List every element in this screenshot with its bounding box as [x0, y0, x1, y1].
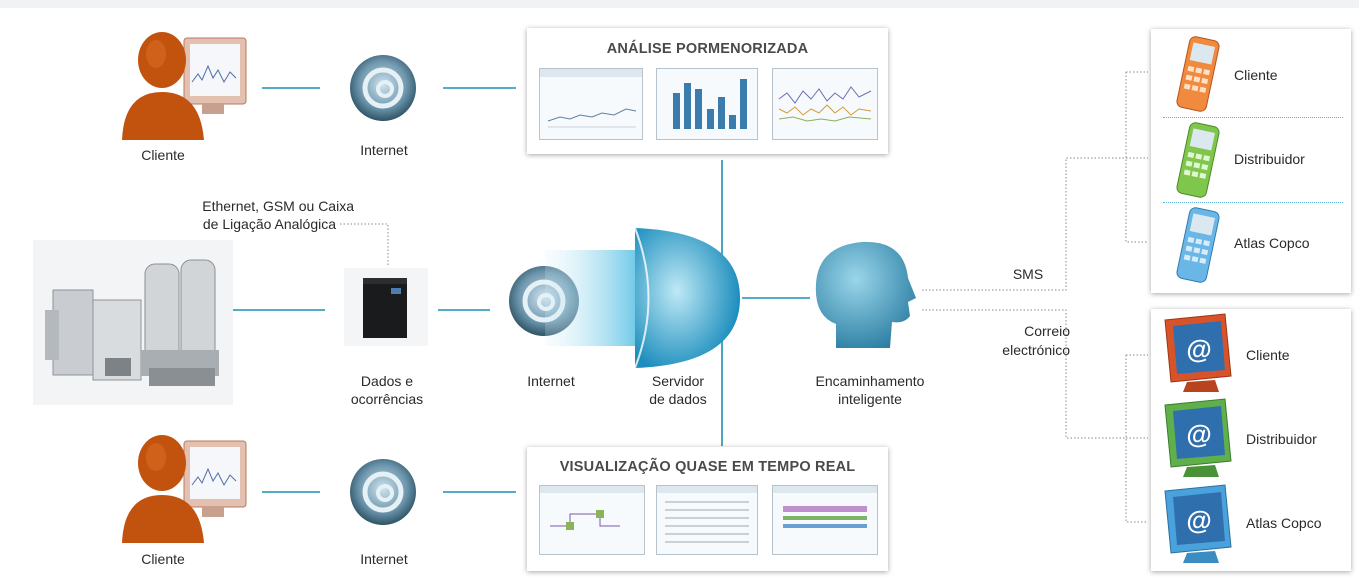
mobile-phone-icon	[1176, 207, 1220, 283]
email-monitor-icon: @	[1164, 398, 1232, 477]
email-monitor-icon: @	[1164, 484, 1232, 563]
email-label-2: electrónico	[1002, 342, 1070, 358]
realtime-screen-1	[539, 485, 645, 555]
analysis-chart-bar	[656, 68, 758, 140]
internet-middle-label: Internet	[527, 373, 575, 389]
client-bottom-icon	[122, 435, 247, 543]
client-bottom-label: Cliente	[141, 551, 185, 567]
data-logger-label-1: Dados e	[360, 373, 414, 389]
sms-recipient-label: Atlas Copco	[1234, 235, 1310, 251]
server-label-2: de dados	[649, 391, 707, 407]
mobile-phone-icon	[1176, 122, 1220, 198]
email-recipient-label: Atlas Copco	[1246, 515, 1322, 531]
routing-label-2: inteligente	[838, 391, 902, 407]
connection-note-line2: de Ligação Analógica	[202, 216, 336, 232]
analysis-panel-title: ANÁLISE PORMENORIZADA	[606, 41, 809, 57]
server-dome-icon	[545, 227, 740, 369]
sms-label: SMS	[1012, 266, 1044, 282]
email-recipient-label: Cliente	[1246, 347, 1290, 363]
server-label-1: Servidor	[651, 373, 705, 389]
internet-bottom-label: Internet	[360, 551, 408, 567]
mobile-phone-icon	[1176, 36, 1220, 112]
email-label-1: Correio	[1024, 323, 1070, 339]
svg-text:@: @	[1186, 505, 1211, 535]
svg-text:@: @	[1186, 419, 1211, 449]
sms-recipient-label: Cliente	[1234, 67, 1278, 83]
email-recipients-card: @ Cliente @ Distribuidor @ Atlas Copco	[1151, 309, 1351, 571]
data-logger-box-icon	[344, 268, 428, 346]
email-monitor-icon: @	[1164, 313, 1232, 392]
analysis-chart-line-2	[772, 68, 878, 140]
realtime-panel: VISUALIZAÇÃO QUASE EM TEMPO REAL	[527, 447, 888, 571]
internet-bottom-globe-icon	[350, 459, 416, 525]
separator	[1163, 202, 1343, 203]
connection-note-line1: Ethernet, GSM ou Caixa	[202, 198, 354, 214]
sms-recipient-label: Distribuidor	[1234, 151, 1305, 167]
sms-recipients-card: Cliente Distribuidor Atlas Copco	[1151, 29, 1351, 293]
analysis-chart-line-1	[539, 68, 643, 140]
analysis-panel: ANÁLISE PORMENORIZADA	[527, 28, 888, 154]
client-top-label: Cliente	[141, 147, 185, 163]
internet-top-globe-icon	[350, 55, 416, 121]
separator	[1163, 117, 1343, 118]
email-recipient-label: Distribuidor	[1246, 431, 1317, 447]
realtime-screen-2	[656, 485, 758, 555]
routing-label-1: Encaminhamento	[815, 373, 925, 389]
compressor-equipment-icon	[33, 240, 233, 405]
realtime-screen-3	[772, 485, 878, 555]
svg-text:@: @	[1186, 334, 1211, 364]
human-head-icon	[815, 241, 916, 348]
client-top-icon	[122, 32, 247, 140]
realtime-panel-title: VISUALIZAÇÃO QUASE EM TEMPO REAL	[559, 459, 856, 475]
internet-top-label: Internet	[360, 142, 408, 158]
top-border	[0, 0, 1359, 8]
data-logger-label-2: ocorrências	[350, 391, 424, 407]
